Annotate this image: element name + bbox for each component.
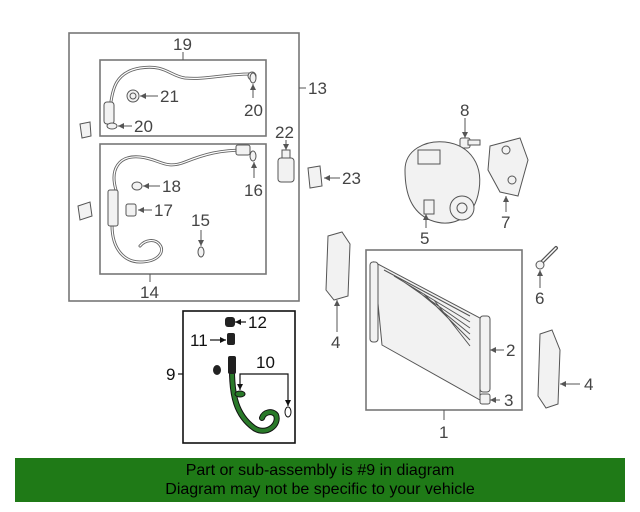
- callout-2: 2: [506, 341, 515, 360]
- callout-12: 12: [248, 313, 267, 332]
- bolt-6: [535, 246, 558, 270]
- callout-18: 18: [162, 177, 181, 196]
- oring-20-lower: [106, 122, 118, 130]
- banner-line-1: Part or sub-assembly is #9 in diagram: [185, 462, 455, 479]
- clip-left-upper: [79, 121, 92, 139]
- callout-13: 13: [308, 79, 327, 98]
- valve-15: [197, 246, 205, 258]
- callout-22: 22: [275, 123, 294, 142]
- callout-15: 15: [191, 211, 210, 230]
- seal-4-right: [537, 329, 561, 409]
- seal-4-left: [325, 231, 351, 301]
- callout-1: 1: [439, 423, 448, 442]
- compressor-5: [404, 141, 481, 224]
- leader-lines: [118, 52, 580, 420]
- callout-5: 5: [420, 229, 429, 248]
- oring-20-upper: [249, 72, 257, 84]
- assembly-19-frame: [99, 59, 267, 137]
- callout-16: 16: [244, 181, 263, 200]
- callout-20-lower: 20: [134, 117, 153, 136]
- cap-3: [479, 393, 491, 405]
- fitting-17: [125, 203, 137, 217]
- receiver-drier-22: [277, 149, 295, 183]
- callout-arrowheads: [118, 84, 566, 406]
- callout-6: 6: [535, 289, 544, 308]
- assembly-14-frame: [99, 143, 267, 275]
- oring-16: [249, 150, 257, 162]
- callout-labels: 19 13 21 20 20 22 8 18 16 23 17 15 7 5 1…: [134, 35, 593, 442]
- assembly-13-frame: [68, 32, 300, 302]
- valve-11: [227, 333, 235, 345]
- bracket-23: [307, 165, 323, 189]
- callout-17: 17: [154, 201, 173, 220]
- callout-4-left: 4: [331, 333, 340, 352]
- callout-7: 7: [501, 213, 510, 232]
- oring-10: [234, 390, 292, 418]
- fitting-9-left: [213, 365, 221, 375]
- callout-4-right: 4: [584, 375, 593, 394]
- callout-14: 14: [140, 283, 159, 302]
- hose-14: [107, 144, 251, 264]
- condenser-2: [369, 261, 491, 401]
- hose-19: [103, 65, 257, 125]
- fitting-18: [131, 181, 143, 191]
- clip-left-lower: [77, 201, 93, 221]
- callout-20-upper: 20: [244, 101, 263, 120]
- callout-8: 8: [460, 101, 469, 120]
- callout-9: 9: [166, 365, 175, 384]
- cap-12: [225, 317, 235, 327]
- parts-diagram: 19 13 21 20 20 22 8 18 16 23 17 15 7 5 1…: [68, 32, 593, 444]
- part-9-frame: [182, 310, 296, 444]
- bolt-8: [459, 137, 481, 149]
- callout-21: 21: [160, 87, 179, 106]
- callout-19: 19: [173, 35, 192, 54]
- callout-23: 23: [342, 169, 361, 188]
- callout-3: 3: [504, 391, 513, 410]
- info-banner: Part or sub-assembly is #9 in diagram Di…: [15, 458, 625, 502]
- callout-10: 10: [256, 353, 275, 372]
- banner-line-2: Diagram may not be specific to your vehi…: [165, 481, 475, 498]
- bracket-7: [487, 137, 529, 197]
- hose-9: [228, 356, 280, 434]
- fitting-21: [126, 89, 140, 103]
- callout-11: 11: [190, 331, 208, 350]
